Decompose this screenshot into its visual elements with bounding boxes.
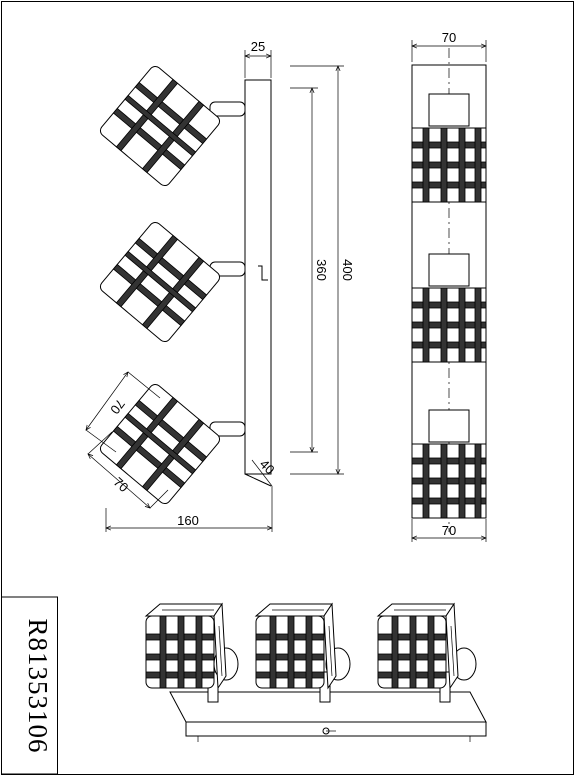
perspective-view [145,603,487,742]
dim-head-width: 70 [107,396,128,417]
front-view: 70 70 [412,30,486,542]
cube-head-right [377,603,459,689]
cube-head-left [145,603,227,689]
code-box [1,596,58,775]
spot-head-middle [97,219,223,345]
dim-front-width-bottom: 70 [442,523,456,538]
dim-total-depth: 160 [177,513,199,528]
side-view: 25 360 400 70 70 160 40 [86,39,355,532]
dim-front-width-top: 70 [442,30,456,45]
dim-height-outer: 400 [340,259,355,281]
product-code: R81353106 [23,618,53,753]
wall-plate [244,79,272,475]
dim-head-height: 70 [111,474,132,495]
dim-height-inner: 360 [314,259,329,281]
cube-head-center [255,603,337,689]
spot-head-top [97,63,223,189]
dim-plate-depth: 25 [251,39,265,54]
